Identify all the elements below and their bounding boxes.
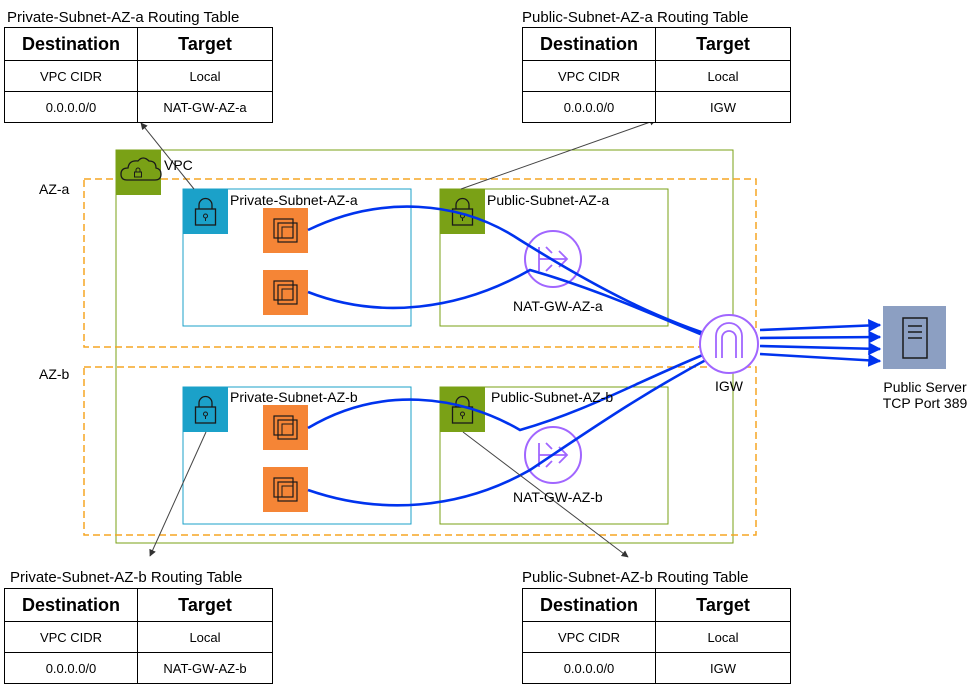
column-header: Target	[137, 27, 273, 61]
traffic-flows	[307, 205, 882, 507]
ec2-instance-icon	[263, 270, 308, 315]
server-icon	[883, 306, 946, 369]
table-cell: VPC CIDR	[4, 60, 138, 92]
public-subnet-az-a-label: Public-Subnet-AZ-a	[487, 192, 610, 208]
table-cell: IGW	[655, 652, 791, 684]
table-cell: IGW	[655, 91, 791, 123]
column-header: Destination	[522, 588, 656, 622]
table-cell: Local	[137, 60, 273, 92]
public-server-label: Public Server TCP Port 389	[873, 379, 977, 411]
az-a-label: AZ-a	[39, 181, 70, 197]
ec2-instance-icon	[263, 405, 308, 450]
table-header-row: Destination Target	[4, 27, 273, 61]
table-row: 0.0.0.0/0 NAT-GW-AZ-a	[4, 91, 273, 123]
route-table-title: Private-Subnet-AZ-a Routing Table	[7, 9, 240, 26]
route-table-private-az-b: Destination Target VPC CIDR Local 0.0.0.…	[4, 588, 273, 684]
route-table-public-az-b: Destination Target VPC CIDR Local 0.0.0.…	[522, 588, 791, 684]
route-table-connectors	[140, 118, 657, 558]
traffic-line	[759, 330, 882, 344]
table-cell: VPC CIDR	[522, 621, 656, 653]
table-row: 0.0.0.0/0 IGW	[522, 652, 791, 684]
private-subnet-az-b-label: Private-Subnet-AZ-b	[230, 389, 358, 405]
public-subnet-az-a-box	[439, 188, 669, 327]
column-header: Destination	[4, 588, 138, 622]
route-table-public-az-a: Destination Target VPC CIDR Local 0.0.0.…	[522, 27, 791, 123]
private-subnet-az-b-box	[182, 386, 412, 525]
table-cell: VPC CIDR	[4, 621, 138, 653]
az-b-label: AZ-b	[39, 366, 70, 382]
column-header: Destination	[522, 27, 656, 61]
column-header: Target	[137, 588, 273, 622]
public-server-port: TCP Port 389	[882, 395, 968, 411]
nat-gw-az-b-label: NAT-GW-AZ-b	[513, 489, 603, 505]
column-header: Target	[655, 588, 791, 622]
connector-line	[140, 122, 195, 190]
table-row: VPC CIDR Local	[4, 621, 273, 653]
traffic-line	[759, 318, 882, 332]
traffic-line	[307, 268, 721, 344]
column-header: Target	[655, 27, 791, 61]
public-server-name: Public Server	[883, 379, 967, 395]
traffic-line	[759, 342, 882, 356]
table-cell: Local	[655, 60, 791, 92]
table-cell: 0.0.0.0/0	[522, 652, 656, 684]
table-cell: NAT-GW-AZ-a	[137, 91, 273, 123]
table-cell: 0.0.0.0/0	[4, 652, 138, 684]
table-row: VPC CIDR Local	[522, 60, 791, 92]
az-a-boundary	[83, 178, 757, 348]
private-subnet-az-a-box	[182, 188, 412, 327]
public-subnet-az-b-label: Public-Subnet-AZ-b	[491, 389, 614, 405]
table-cell: VPC CIDR	[522, 60, 656, 92]
connector-line	[460, 118, 657, 190]
private-subnet-az-a-label: Private-Subnet-AZ-a	[230, 192, 358, 208]
lock-icon	[183, 189, 228, 234]
public-subnet-az-b-box	[439, 386, 669, 525]
connector-line	[149, 431, 207, 557]
route-table-title: Public-Subnet-AZ-a Routing Table	[522, 9, 749, 26]
vpc-label: VPC	[164, 157, 193, 173]
column-header: Destination	[4, 27, 138, 61]
table-cell: 0.0.0.0/0	[4, 91, 138, 123]
table-cell: Local	[655, 621, 791, 653]
table-header-row: Destination Target	[522, 27, 791, 61]
route-table-private-az-a: Destination Target VPC CIDR Local 0.0.0.…	[4, 27, 273, 123]
table-row: 0.0.0.0/0 IGW	[522, 91, 791, 123]
igw-label: IGW	[715, 378, 743, 394]
nat-gw-az-a-label: NAT-GW-AZ-a	[513, 298, 603, 314]
traffic-line	[307, 205, 721, 340]
az-b-boundary	[83, 366, 757, 536]
internet-gateway-icon	[699, 314, 759, 374]
connector-line	[462, 431, 629, 558]
table-cell: Local	[137, 621, 273, 653]
lock-icon	[183, 387, 228, 432]
traffic-line	[759, 352, 882, 367]
vpc-cloud-icon	[116, 150, 162, 195]
table-row: VPC CIDR Local	[522, 621, 791, 653]
traffic-line	[307, 348, 716, 432]
table-header-row: Destination Target	[522, 588, 791, 622]
table-row: 0.0.0.0/0 NAT-GW-AZ-b	[4, 652, 273, 684]
table-header-row: Destination Target	[4, 588, 273, 622]
ec2-instance-icon	[263, 467, 308, 512]
route-table-title: Public-Subnet-AZ-b Routing Table	[522, 569, 749, 586]
table-cell: NAT-GW-AZ-b	[137, 652, 273, 684]
route-table-title: Private-Subnet-AZ-b Routing Table	[10, 569, 243, 586]
traffic-line	[307, 353, 716, 507]
table-row: VPC CIDR Local	[4, 60, 273, 92]
ec2-instance-icon	[263, 208, 308, 253]
table-cell: 0.0.0.0/0	[522, 91, 656, 123]
